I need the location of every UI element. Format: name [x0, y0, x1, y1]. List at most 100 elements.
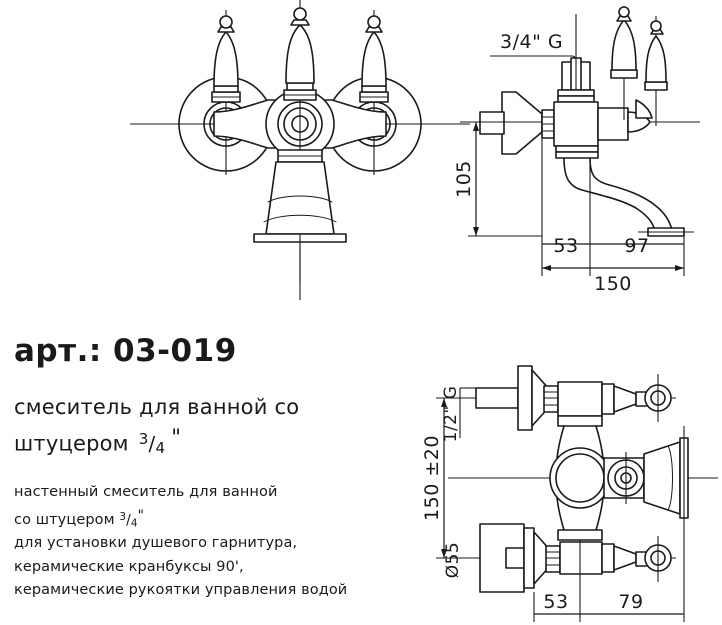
dimension-105-label: 105 — [453, 160, 475, 198]
bottom-handle-taper — [613, 545, 637, 571]
arrow-150-20-top — [441, 398, 447, 407]
dimension-97-label: 97 — [624, 235, 649, 257]
riser-ring-top — [557, 415, 603, 427]
top-inlet-stub — [557, 14, 595, 103]
description-line-3: для установки душевого гарнитура, — [14, 535, 298, 552]
top-inlet-pipe — [475, 387, 519, 409]
arrow-150-20-bottom — [441, 549, 447, 558]
article-number: арт.: 03-019 — [14, 336, 364, 367]
article-prefix: арт.: — [14, 333, 102, 369]
front-elevation-svg — [130, 0, 470, 300]
side-elevation-view: 3/4" G — [440, 0, 722, 300]
handle-a-finial-ball — [618, 6, 630, 18]
product-title-line1: смеситель для ванной со — [14, 395, 300, 419]
spout-flare-contour — [667, 445, 673, 511]
bottom-flange-collar — [545, 545, 561, 573]
arrow-150-right — [675, 265, 684, 271]
spout-lower-curve — [589, 157, 673, 231]
left-collar-upper — [213, 85, 239, 93]
handle-a-collar — [610, 69, 638, 79]
arrow-105-bottom — [473, 227, 479, 236]
dimension-105: 105 — [453, 121, 542, 237]
plan-center-assembly — [549, 415, 689, 541]
spout-contour-b — [263, 214, 337, 223]
plan-section-view: 1/2" G 150 ±20 Ø55 53 — [421, 350, 722, 625]
description-fraction-slash: / — [126, 511, 131, 528]
arrow-105-top — [473, 122, 479, 131]
top-flange-collar — [543, 385, 559, 413]
center-lever-body — [285, 24, 315, 84]
bottom-valve-neck — [601, 543, 615, 573]
side-handles — [610, 6, 668, 126]
description-fraction-numerator: 3 — [119, 510, 127, 523]
handle-b-body — [645, 35, 667, 83]
wall-flange — [479, 91, 555, 155]
description-line-5: керамические рукоятки управления водой — [14, 582, 348, 599]
riser-ring-bottom — [557, 529, 603, 541]
top-valve-neck — [601, 383, 615, 415]
right-finial-base — [365, 26, 383, 33]
inlet-ring-1 — [557, 89, 595, 97]
center-collar-upper — [286, 82, 314, 91]
front-elevation-view — [130, 0, 470, 300]
center-finial-base — [290, 19, 310, 26]
description-fraction-denominator: 4 — [130, 516, 138, 529]
right-collar-upper — [361, 85, 387, 93]
spout-cone — [265, 161, 335, 235]
spout-upper-curve — [563, 157, 655, 229]
body-right-block — [597, 107, 629, 141]
body-main-block — [553, 101, 599, 147]
plan-dimension-chain: 53 79 — [533, 530, 685, 622]
description-inch-mark: " — [137, 507, 145, 524]
bottom-valve-body — [559, 541, 603, 575]
flange-cone — [501, 91, 543, 155]
product-title-line2: штуцером — [14, 431, 129, 456]
title-fraction-slash: / — [148, 431, 156, 456]
spout-front — [253, 149, 347, 282]
flange-nipple — [479, 111, 505, 135]
dimension-diameter-55: Ø55 — [443, 542, 463, 579]
description-fraction: 3/4 — [119, 509, 137, 533]
side-body — [553, 101, 651, 159]
mixer-body — [213, 0, 387, 300]
bottom-inlet-nipple — [505, 547, 525, 569]
handle-a-body — [611, 19, 637, 71]
plan-dimension-53-label: 53 — [543, 591, 568, 613]
plan-dimension-79-label: 79 — [618, 591, 643, 613]
center-section-outer — [549, 447, 611, 509]
arrow-150-left — [542, 265, 551, 271]
body-ring-2 — [555, 151, 599, 159]
center-handle-assembly — [283, 7, 317, 101]
body-ring-1 — [555, 145, 599, 153]
side-spout — [563, 157, 694, 237]
product-text-block: арт.: 03-019 смеситель для ванной со шту… — [14, 336, 364, 603]
spout-contour-a — [267, 195, 333, 203]
right-finial-ball — [367, 15, 381, 29]
bottom-inlet-box — [479, 523, 525, 593]
dimension-53-label: 53 — [553, 235, 578, 257]
left-finial-base — [217, 26, 235, 33]
description-line-1: настенный смеситель для ванной — [14, 484, 278, 501]
handle-a-stem — [635, 99, 653, 119]
description-line-4: керамические кранбуксы 90', — [14, 558, 244, 575]
title-fraction: 3/4 — [139, 429, 166, 460]
top-valve-body — [557, 381, 603, 417]
plan-bottom-assembly — [448, 523, 676, 593]
plan-section-svg: 1/2" G 150 ±20 Ø55 53 — [421, 365, 718, 622]
inlet-ring-2 — [557, 95, 595, 103]
top-flange-plate — [517, 365, 533, 431]
plan-top-assembly — [448, 365, 676, 431]
center-finial-ball — [293, 7, 307, 21]
left-lever-body — [213, 31, 239, 87]
side-thread-dimension: 3/4" G — [500, 31, 563, 53]
handle-b-collar — [644, 81, 668, 91]
dimension-d55-label: Ø55 — [443, 542, 463, 579]
description-line-2-text: со штуцером — [14, 511, 115, 528]
right-lever-body — [361, 31, 387, 87]
title-fraction-denominator: 4 — [155, 438, 166, 457]
dimension-150-20-label: 150 ±20 — [421, 435, 443, 521]
side-elevation-svg: 3/4" G — [453, 6, 700, 295]
dimension-150-20: 150 ±20 — [421, 397, 480, 559]
